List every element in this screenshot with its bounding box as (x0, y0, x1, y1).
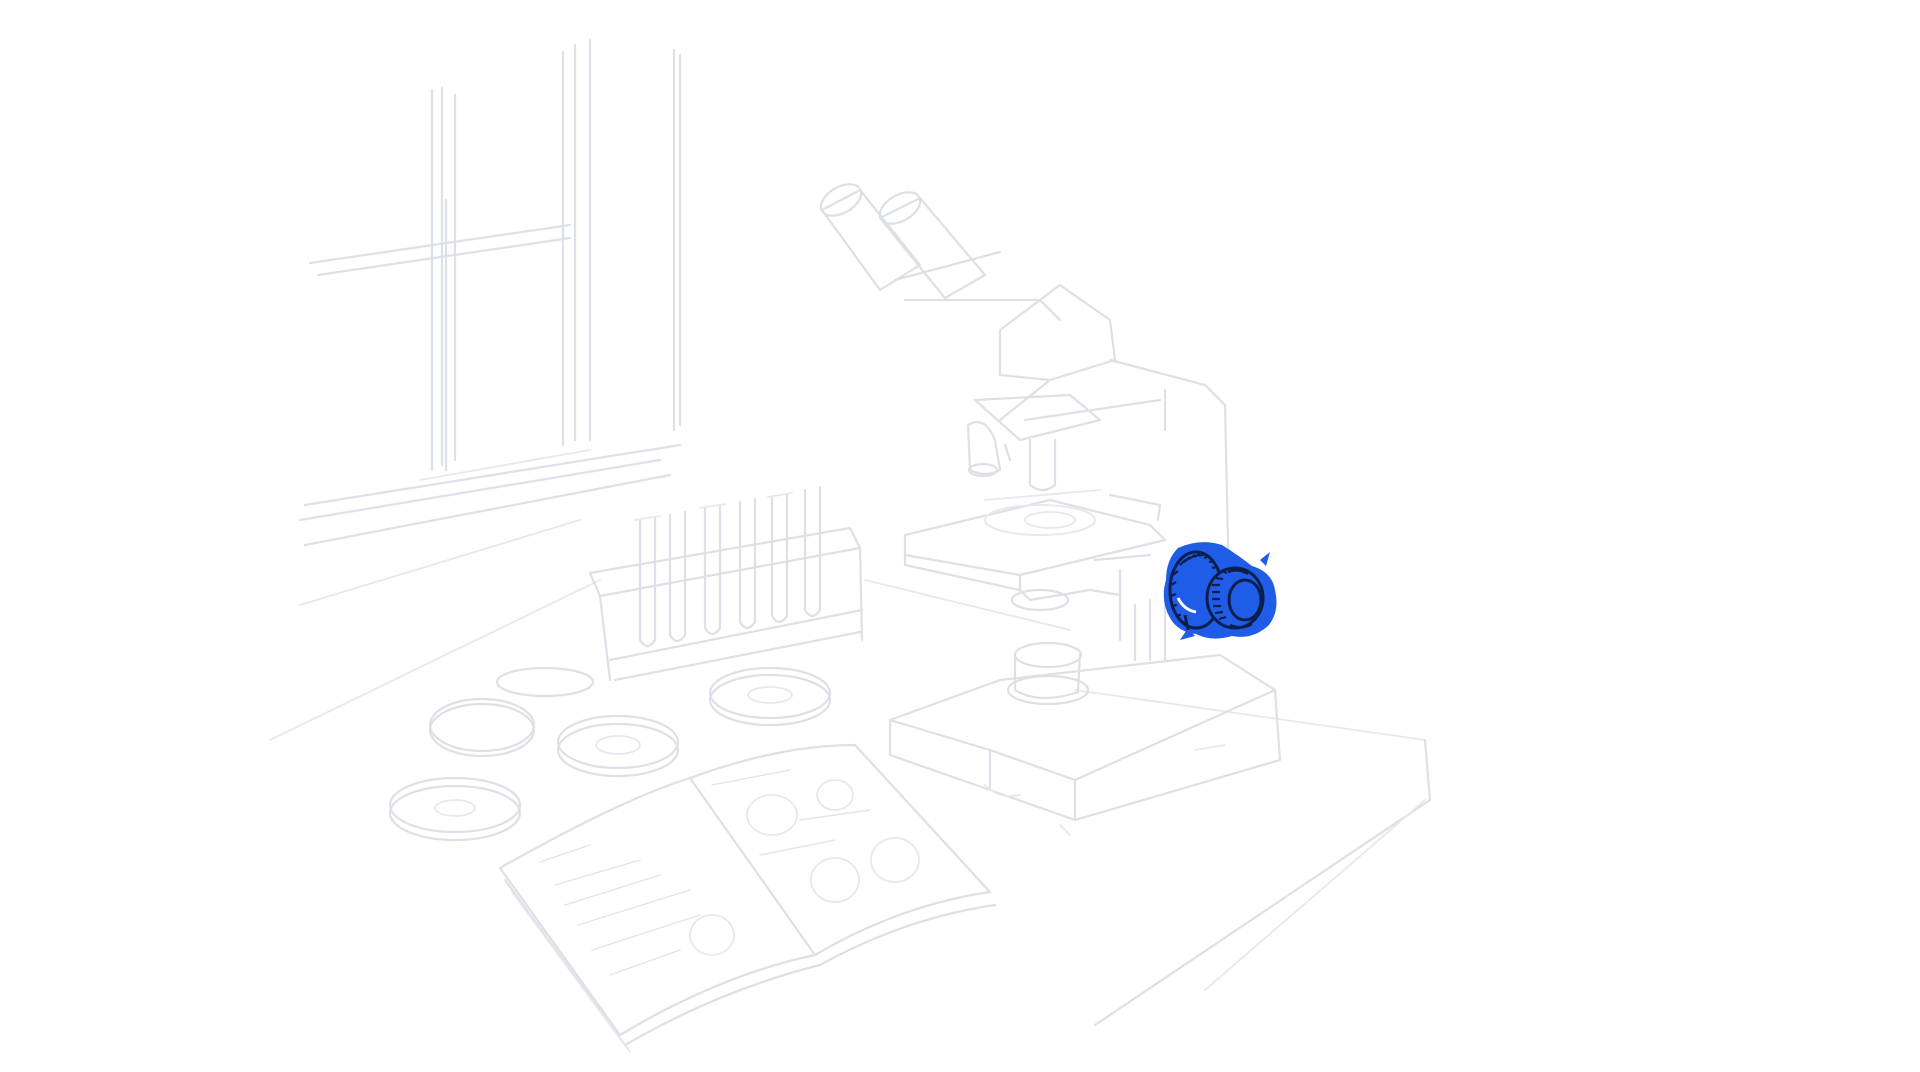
notebook-sketch (498, 743, 997, 1053)
focus-knob-highlight[interactable] (1163, 542, 1277, 640)
microscope-sketch (819, 183, 1282, 836)
test-tube-rack-sketch (588, 485, 864, 682)
petri-dishes-sketch (388, 666, 832, 842)
table-sketch (864, 579, 1432, 1027)
window-sketch (269, 38, 682, 741)
